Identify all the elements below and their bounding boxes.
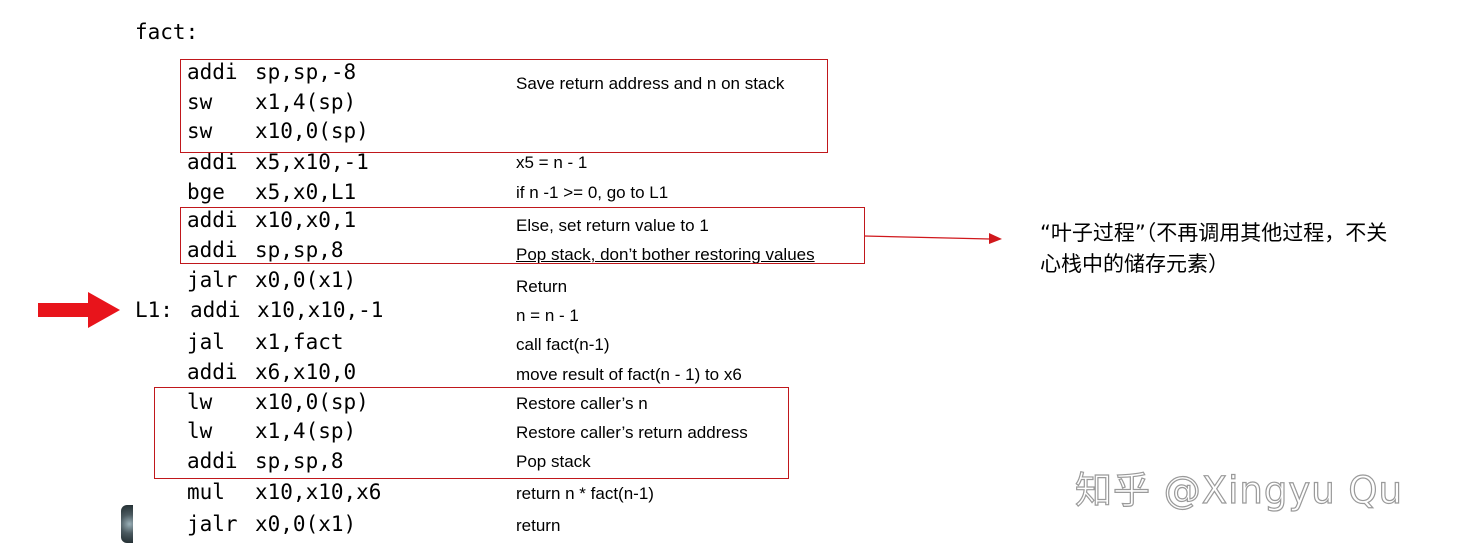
opcode: mul (187, 480, 225, 504)
operands: x5,x0,L1 (255, 180, 357, 204)
opcode: jal (187, 330, 225, 354)
right-arrow-icon (38, 292, 120, 328)
operands: sp,sp,8 (255, 238, 344, 262)
operands: x1,fact (255, 330, 344, 354)
opcode: addi (190, 298, 241, 322)
opcode: addi (187, 208, 238, 232)
opcode: sw (187, 90, 213, 114)
line-comment: move result of fact(n - 1) to x6 (516, 365, 742, 384)
line-comment: return (516, 516, 561, 535)
line-comment: Save return address and n on stack (516, 74, 785, 93)
highlight-box-restore (154, 387, 789, 479)
thin-right-arrow-icon (864, 233, 1002, 244)
watermark: 知乎 @Xingyu Qu (1074, 468, 1404, 512)
highlight-box-save-stack (180, 59, 828, 153)
line-comment: Return (516, 277, 568, 296)
opcode: jalr (187, 512, 238, 536)
highlight-box-leaf-return (180, 207, 865, 264)
operands: x5,x10,-1 (255, 150, 369, 174)
opcode: lw (187, 419, 213, 443)
opcode: addi (187, 238, 238, 262)
line-comment: if n -1 >= 0, go to L1 (516, 183, 669, 202)
operands: sp,sp,8 (255, 449, 344, 473)
line-comment: Restore caller’s return address (516, 423, 748, 442)
operands: x1,4(sp) (255, 90, 357, 114)
operands: x0,0(x1) (255, 268, 357, 292)
opcode: sw (187, 119, 213, 143)
opcode: addi (187, 60, 238, 84)
operands: x10,x10,-1 (257, 298, 384, 322)
operands: x6,x10,0 (255, 360, 357, 384)
opcode: bge (187, 180, 225, 204)
line-comment: n = n - 1 (516, 306, 579, 325)
operands: x10,0(sp) (255, 119, 369, 143)
opcode: addi (187, 150, 238, 174)
leaf-procedure-note: “叶子过程”（不再调用其他过程，不关心栈中的储存元素） (1040, 221, 1388, 276)
cropped-logo-fragment (121, 505, 133, 543)
opcode: addi (187, 449, 238, 473)
operands: sp,sp,-8 (255, 60, 357, 84)
line-comment: Pop stack, don’t bother restoring values (516, 245, 815, 264)
line-comment: call fact(n-1) (516, 335, 610, 354)
operands: x1,4(sp) (255, 419, 357, 443)
branch-label-l1: L1: (135, 298, 173, 322)
opcode: lw (187, 390, 213, 414)
opcode: addi (187, 360, 238, 384)
opcode: jalr (187, 268, 238, 292)
operands: x10,x0,1 (255, 208, 357, 232)
line-comment: return n * fact(n-1) (516, 484, 654, 503)
operands: x10,0(sp) (255, 390, 369, 414)
operands: x0,0(x1) (255, 512, 357, 536)
line-comment: x5 = n - 1 (516, 153, 588, 172)
line-comment: Restore caller’s n (516, 394, 648, 413)
line-comment: Else, set return value to 1 (516, 216, 709, 235)
function-label: fact: (135, 20, 199, 44)
operands: x10,x10,x6 (255, 480, 382, 504)
line-comment: Pop stack (516, 452, 591, 471)
